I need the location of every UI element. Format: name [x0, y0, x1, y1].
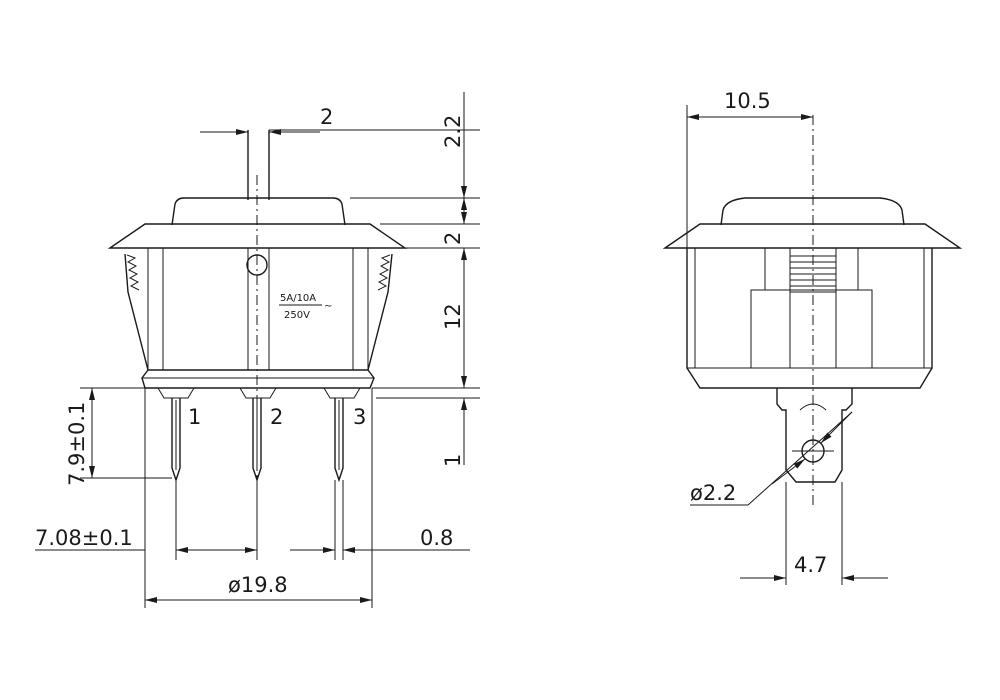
pin-label-3: 3 — [353, 405, 366, 429]
pin-label-2: 2 — [270, 405, 283, 429]
dim-stem-width: 2 — [320, 105, 333, 129]
dim-flange-thickness: 2 — [441, 232, 465, 245]
clip-teeth-left — [126, 254, 140, 291]
dim-pin-pitch: 7.08±0.1 — [35, 526, 133, 550]
front-view: 1 2 3 5A/10A 250V ~ 2 2.2 2 12 1 — [35, 92, 480, 608]
rating-voltage: 250V — [284, 310, 310, 321]
side-body — [686, 248, 933, 389]
pin-3 — [334, 398, 344, 483]
side-view: 10.5 ø2.2 4.7 — [662, 89, 963, 585]
pin-label-1: 1 — [188, 405, 201, 429]
dim-mount-diameter: ø19.8 — [228, 573, 288, 597]
mounting-flange — [107, 223, 408, 249]
pin-1 — [171, 398, 181, 483]
dim-hole-diameter: ø2.2 — [690, 481, 736, 505]
side-terminal — [776, 388, 853, 483]
dim-rocker-height: 2.2 — [441, 115, 465, 148]
rating-ac-symbol: ~ — [324, 301, 332, 312]
dim-body-height: 12 — [441, 303, 465, 330]
rocker-button — [171, 197, 346, 226]
dim-offset: 10.5 — [724, 89, 771, 113]
clip-teeth-right — [377, 254, 391, 291]
side-flange — [662, 223, 963, 249]
dim-terminal-width: 4.7 — [794, 553, 827, 577]
dim-pin-thickness: 0.8 — [420, 526, 453, 550]
dim-gap: 1 — [441, 454, 465, 467]
dim-pin-length: 7.9±0.1 — [65, 402, 89, 486]
switch-body — [124, 253, 393, 371]
rating-current: 5A/10A — [280, 293, 316, 304]
body-base — [141, 369, 375, 389]
